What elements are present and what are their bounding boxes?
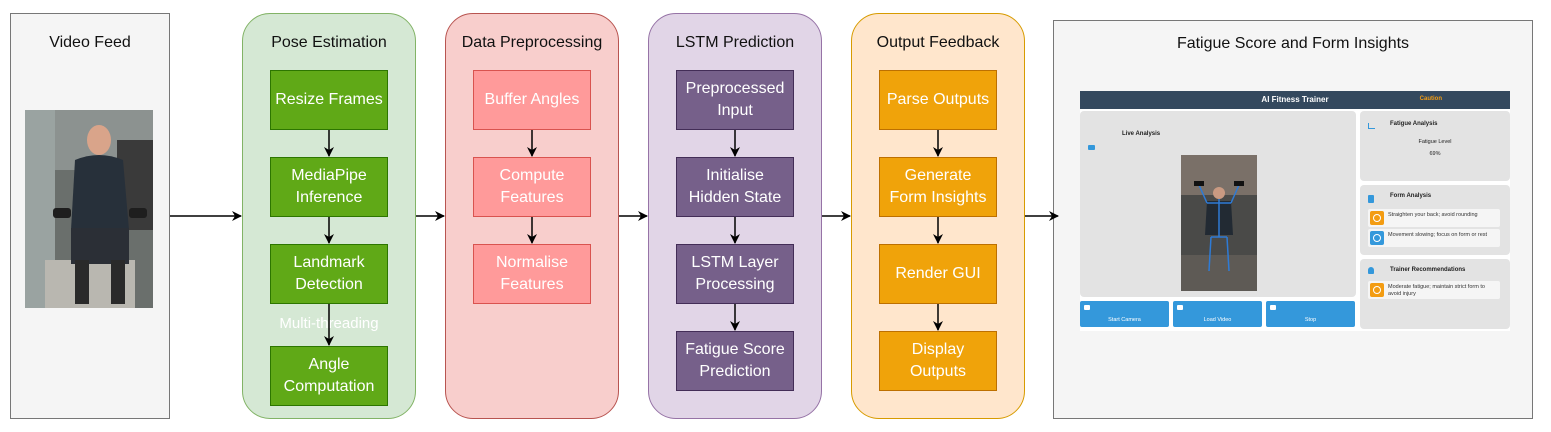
button-label: Stop — [1304, 317, 1317, 323]
form-analysis-card: Form Analysis Straighten your back; avoi… — [1360, 185, 1510, 255]
warning-icon — [1370, 283, 1384, 297]
form-message-text: Straighten your back; avoid rounding — [1388, 212, 1478, 218]
gui-status-badge: Caution — [1419, 96, 1442, 102]
fatigue-analysis-card: Fatigue Analysis Fatigue Level 69% — [1360, 111, 1510, 181]
step-normalise-features: Normalise Features — [473, 244, 591, 304]
chart-icon — [1368, 123, 1375, 129]
folder-icon — [1177, 305, 1183, 310]
fatigue-heading: Fatigue Analysis — [1390, 121, 1438, 127]
stop-button: Stop — [1266, 301, 1355, 327]
gui-preview: AI Fitness Trainer Caution Live Analysis… — [1080, 91, 1510, 331]
start-camera-button: Start Camera — [1080, 301, 1169, 327]
form-message: Straighten your back; avoid rounding — [1368, 209, 1500, 227]
info-icon — [1370, 231, 1384, 245]
step-parse-outputs: Parse Outputs — [879, 70, 997, 130]
trainer-recommendations-card: Trainer Recommendations Moderate fatigue… — [1360, 259, 1510, 329]
step-fatigue-score-prediction: Fatigue Score Prediction — [676, 331, 794, 391]
form-message: Movement slowing; focus on form or rest — [1368, 229, 1500, 247]
warning-icon — [1370, 211, 1384, 225]
step-buffer-angles: Buffer Angles — [473, 70, 591, 130]
step-landmark-detection: Landmark Detection — [270, 244, 388, 304]
live-analysis-card: Live Analysis — [1080, 111, 1356, 297]
video-feed-panel: Video Feed — [10, 13, 170, 419]
camera-icon — [1088, 145, 1095, 150]
button-label: Load Video — [1203, 317, 1232, 323]
form-message-text: Movement slowing; focus on form or rest — [1388, 232, 1488, 238]
step-resize-frames: Resize Frames — [270, 70, 388, 130]
trainer-message: Moderate fatigue; maintain strict form t… — [1368, 281, 1500, 299]
step-angle-computation: Angle Computation — [270, 346, 388, 406]
form-heading: Form Analysis — [1390, 193, 1432, 199]
live-video-frame — [1181, 155, 1257, 291]
step-render-gui: Render GUI — [879, 244, 997, 304]
lane-title: Pose Estimation — [271, 34, 387, 51]
bell-icon — [1368, 267, 1374, 274]
trainer-message-text: Moderate fatigue; maintain strict form t… — [1388, 284, 1485, 297]
step-lstm-layer-processing: LSTM Layer Processing — [676, 244, 794, 304]
step-mediapipe-inference: MediaPipe Inference — [270, 157, 388, 217]
video-feed-image — [25, 110, 153, 308]
step-compute-features: Compute Features — [473, 157, 591, 217]
insights-title: Fatigue Score and Form Insights — [1176, 35, 1410, 52]
step-initialise-hidden-state: Initialise Hidden State — [676, 157, 794, 217]
load-video-button: Load Video — [1173, 301, 1262, 327]
fatigue-level-label: Fatigue Level — [1418, 139, 1452, 145]
camera-icon — [1084, 305, 1090, 310]
lane-title: Data Preprocessing — [461, 34, 603, 51]
gui-header: AI Fitness Trainer Caution — [1080, 91, 1510, 109]
lane-title: Output Feedback — [876, 34, 1000, 51]
button-label: Start Camera — [1108, 317, 1141, 323]
step-preprocessed-input: Preprocessed Input — [676, 70, 794, 130]
fatigue-level-value: 69% — [1429, 151, 1441, 157]
lane-title: LSTM Prediction — [675, 34, 795, 51]
trainer-heading: Trainer Recommendations — [1390, 267, 1466, 273]
step-display-outputs: Display Outputs — [879, 331, 997, 391]
gui-app-title: AI Fitness Trainer — [1261, 95, 1329, 104]
video-feed-title: Video Feed — [49, 34, 131, 51]
live-analysis-label: Live Analysis — [1122, 131, 1161, 137]
document-icon — [1368, 195, 1374, 203]
stop-icon — [1270, 305, 1276, 310]
step-generate-form-insights: Generate Form Insights — [879, 157, 997, 217]
